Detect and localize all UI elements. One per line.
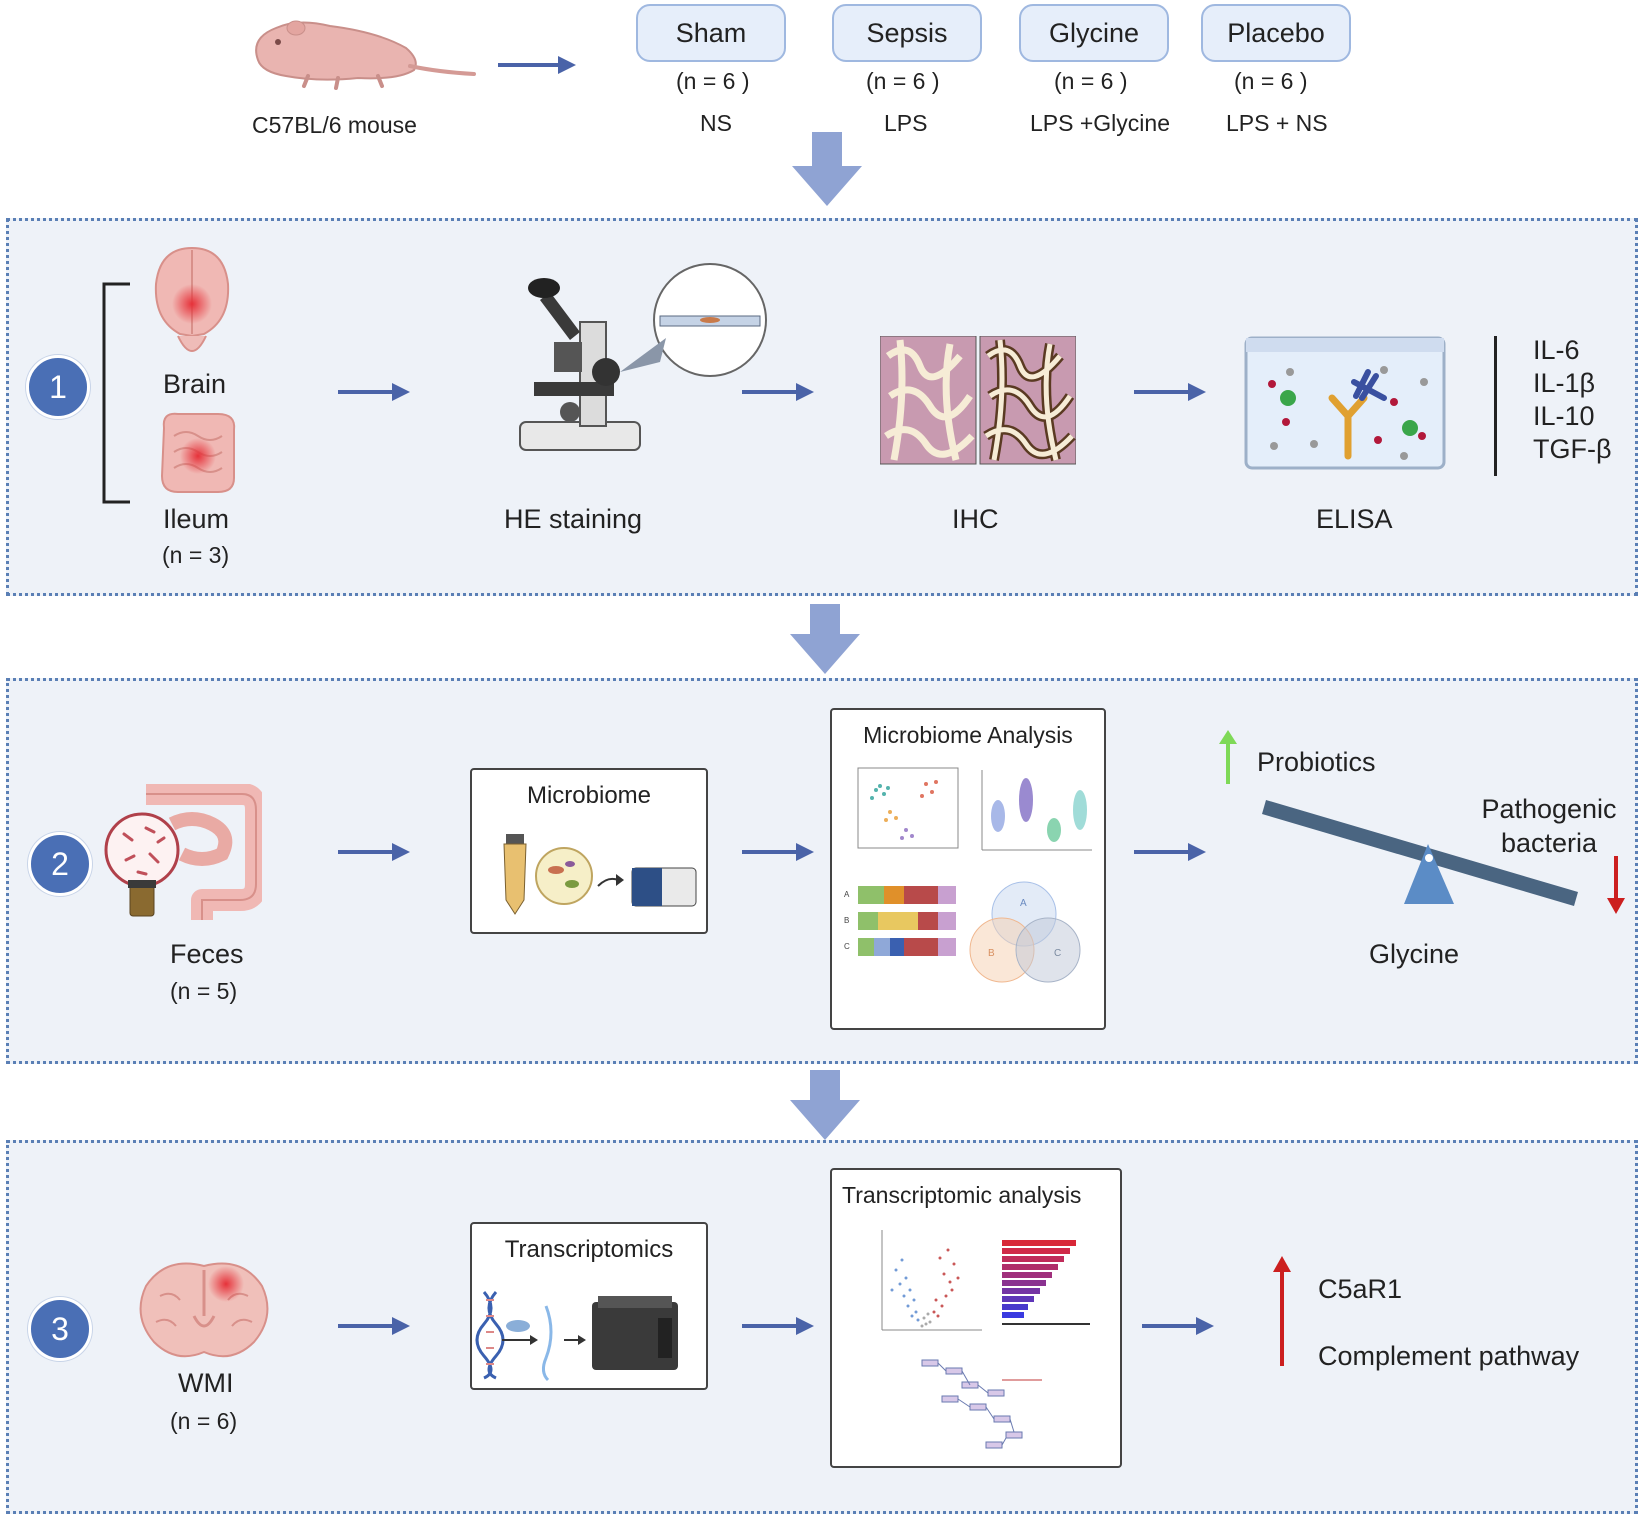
bar-row-label: B <box>844 916 849 925</box>
wmi-label: WMI <box>178 1368 234 1398</box>
microbiome-card: Microbiome <box>470 768 708 934</box>
group-name-box: Sepsis <box>832 4 982 62</box>
venn-label: A <box>1020 898 1027 909</box>
venn-label: B <box>988 948 995 959</box>
step-number-1: 1 <box>26 355 90 419</box>
arrow-right <box>742 380 814 404</box>
bar-row-label: C <box>844 942 850 951</box>
group-name-box: Glycine <box>1019 4 1169 62</box>
pathogenic-label: Pathogenic bacteria <box>1474 792 1624 860</box>
sequencing-icon <box>503 834 697 915</box>
group-treatment: LPS +Glycine <box>1030 110 1170 136</box>
ihc-tissue-images <box>880 336 1076 466</box>
transcriptomic-plots <box>881 1230 1090 1449</box>
group-name-box: Sham <box>636 4 786 62</box>
step-number-2: 2 <box>28 832 92 896</box>
group-n: (n = 6 ) <box>866 68 940 94</box>
bar-row-label: A <box>844 890 850 899</box>
intestine-icon <box>156 408 240 496</box>
ileum-label: Ileum <box>163 504 230 534</box>
analysis-plots: A B C A B C <box>844 767 1092 983</box>
feces-label: Feces <box>170 939 244 969</box>
wmi-n: (n = 6) <box>170 1408 238 1434</box>
mouse-label: C57BL/6 mouse <box>252 112 417 138</box>
feces-intestine-icon <box>102 784 262 924</box>
arrow-right <box>1142 1314 1214 1338</box>
elisa-well-icon <box>1244 336 1446 472</box>
microscope-icon <box>510 262 780 472</box>
transcriptomic-analysis-title: Transcriptomic analysis <box>842 1182 1082 1208</box>
arrow-right <box>338 1314 410 1338</box>
group-name-box: Placebo <box>1201 4 1351 62</box>
ileum-n: (n = 3) <box>162 542 230 568</box>
mouse-icon <box>238 10 478 90</box>
group-treatment: LPS <box>884 110 928 136</box>
venn-diagram: A B C <box>969 881 1081 983</box>
venn-label: C <box>1054 948 1061 959</box>
big-arrow-down <box>790 604 860 674</box>
step-number-3: 3 <box>28 1297 92 1361</box>
group-n: (n = 6 ) <box>676 68 750 94</box>
panel-3 <box>6 1140 1638 1514</box>
elisa-label: ELISA <box>1316 504 1393 534</box>
cytokine-item: IL-6 <box>1533 335 1580 365</box>
cytokine-item: IL-10 <box>1533 401 1595 431</box>
arrow-right <box>498 53 576 77</box>
arrow-right <box>742 1314 814 1338</box>
group-treatment: NS <box>700 110 732 136</box>
stacked-bars: A B C <box>844 886 956 956</box>
rna-seq-icon <box>475 1291 678 1382</box>
down-arrow-red <box>1606 856 1626 914</box>
brain-coronal-icon <box>136 1256 272 1366</box>
cytokine-item: IL-1β <box>1533 368 1596 398</box>
seesaw-icon <box>1260 796 1590 908</box>
group-treatment: LPS + NS <box>1226 110 1328 136</box>
pathogenic-line1: Pathogenic <box>1481 794 1617 824</box>
cytokine-list: IL-6 IL-1β IL-10 TGF-β <box>1533 334 1612 466</box>
divider-line <box>1494 336 1497 476</box>
bracket <box>100 282 134 504</box>
arrow-right <box>1134 380 1206 404</box>
big-arrow-down <box>790 1070 860 1140</box>
complement-pathway-label: Complement pathway <box>1318 1341 1580 1371</box>
up-arrow-red <box>1272 1256 1292 1366</box>
arrow-right <box>742 840 814 864</box>
ihc-label: IHC <box>952 504 999 534</box>
brain-label: Brain <box>163 369 227 399</box>
arrow-right <box>1134 840 1206 864</box>
arrow-right <box>338 380 410 404</box>
brain-icon <box>150 244 234 368</box>
arrow-right <box>338 840 410 864</box>
transcriptomics-card: Transcriptomics <box>470 1222 708 1390</box>
feces-n: (n = 5) <box>170 978 238 1004</box>
transcriptomic-analysis-card: Transcriptomic analysis <box>830 1168 1122 1468</box>
microbiome-title: Microbiome <box>526 782 652 809</box>
pathogenic-line2: bacteria <box>1500 828 1598 858</box>
c5ar1-label: C5aR1 <box>1318 1274 1403 1304</box>
group-n: (n = 6 ) <box>1234 68 1308 94</box>
group-n: (n = 6 ) <box>1054 68 1128 94</box>
glycine-label: Glycine <box>1369 939 1460 969</box>
up-arrow-green <box>1218 730 1238 784</box>
transcriptomics-title: Transcriptomics <box>504 1236 674 1263</box>
cytokine-item: TGF-β <box>1533 434 1612 464</box>
panel-2 <box>6 678 1638 1064</box>
microbiome-analysis-card: Microbiome Analysis A B C A B C <box>830 708 1106 1030</box>
big-arrow-down <box>792 132 862 206</box>
he-staining-label: HE staining <box>504 504 643 534</box>
probiotics-label: Probiotics <box>1257 747 1376 777</box>
microbiome-analysis-title: Microbiome Analysis <box>863 722 1073 748</box>
